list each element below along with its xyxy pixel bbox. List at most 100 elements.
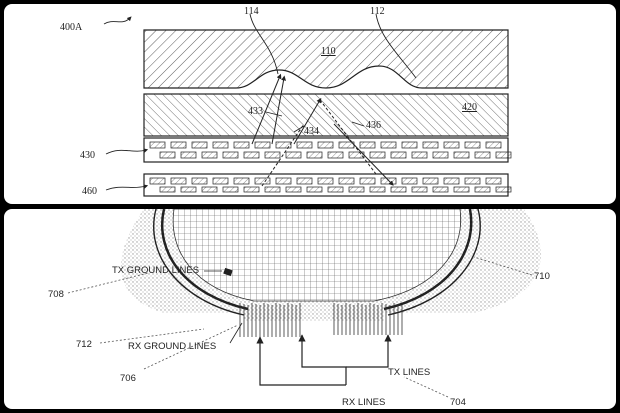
electrode-460 bbox=[327, 186, 344, 193]
electrode-430 bbox=[422, 141, 439, 149]
electrode-layer-460 bbox=[143, 173, 509, 197]
electrode-layer-430 bbox=[143, 137, 509, 163]
sensor-grid-area bbox=[172, 209, 462, 302]
electrode-460 bbox=[296, 177, 313, 185]
leader-lines bbox=[103, 13, 417, 191]
electrode-460 bbox=[222, 186, 239, 193]
solid-leaders bbox=[204, 270, 243, 344]
electrode-430 bbox=[485, 141, 502, 149]
electrode-430 bbox=[317, 141, 334, 149]
electrode-460 bbox=[306, 186, 323, 193]
electrode-460 bbox=[180, 186, 197, 193]
electrode-460 bbox=[495, 186, 512, 193]
rx-ground-lines-label: RX GROUND LINES bbox=[128, 341, 216, 352]
tx-ground-lines-label: TX GROUND LINES bbox=[112, 265, 199, 276]
electrode-430 bbox=[222, 151, 239, 159]
ref-label-704: 704 bbox=[450, 397, 466, 408]
electrode-460 bbox=[201, 186, 218, 193]
electrode-430 bbox=[191, 141, 208, 149]
ref-label-708: 708 bbox=[48, 289, 64, 300]
figure-sensor-routing-panel: TX GROUND LINES RX GROUND LINES TX LINES… bbox=[4, 209, 616, 409]
electrode-430 bbox=[170, 141, 187, 149]
ref-label-436: 436 bbox=[366, 120, 381, 131]
electrode-460 bbox=[170, 177, 187, 185]
ref-label-114: 114 bbox=[244, 6, 259, 17]
electrode-430 bbox=[474, 151, 491, 159]
electrode-430 bbox=[243, 151, 260, 159]
sensor-routing-drawing: TX GROUND LINES RX GROUND LINES TX LINES… bbox=[48, 209, 550, 408]
electrode-430 bbox=[495, 151, 512, 159]
electrode-430 bbox=[159, 151, 176, 159]
electrode-430 bbox=[369, 151, 386, 159]
electrode-460 bbox=[243, 186, 260, 193]
light-paths bbox=[251, 73, 394, 187]
electrode-430 bbox=[285, 151, 302, 159]
electrode-460 bbox=[348, 186, 365, 193]
rx-line-fan bbox=[239, 303, 301, 337]
electrode-430 bbox=[296, 141, 313, 149]
electrode-430 bbox=[275, 141, 292, 149]
electrode-430 bbox=[149, 141, 166, 149]
electrode-430 bbox=[443, 141, 460, 149]
ground-line-arcs bbox=[153, 209, 481, 316]
electrode-460 bbox=[401, 177, 418, 185]
electrode-460 bbox=[212, 177, 229, 185]
tx-lines-label: TX LINES bbox=[388, 367, 430, 378]
ref-label-712: 712 bbox=[76, 339, 92, 350]
electrode-460 bbox=[443, 177, 460, 185]
electrode-460 bbox=[159, 186, 176, 193]
tx-line-fan bbox=[333, 303, 403, 335]
cover-layer-420 bbox=[143, 93, 509, 137]
electrode-460 bbox=[264, 186, 281, 193]
electrode-460 bbox=[411, 186, 428, 193]
electrode-430 bbox=[264, 151, 281, 159]
electrode-row-430 bbox=[149, 141, 512, 159]
ref-label-112: 112 bbox=[370, 6, 385, 17]
electrode-430 bbox=[432, 151, 449, 159]
figure-400a-panel: 400A 114 112 110 420 433 434 436 430 460 bbox=[4, 4, 616, 204]
figure-400a-drawing: 400A 114 112 110 420 433 434 436 430 460 bbox=[60, 6, 512, 197]
routing-arrows bbox=[256, 334, 392, 386]
electrode-430 bbox=[327, 151, 344, 159]
electrode-430 bbox=[464, 141, 481, 149]
electrode-430 bbox=[390, 151, 407, 159]
electrode-460 bbox=[453, 186, 470, 193]
electrode-460 bbox=[338, 177, 355, 185]
electrode-430 bbox=[233, 141, 250, 149]
electrode-460 bbox=[369, 186, 386, 193]
ref-label-433: 433 bbox=[248, 106, 263, 117]
electrode-460 bbox=[285, 186, 302, 193]
electrode-430 bbox=[453, 151, 470, 159]
electrode-460 bbox=[474, 186, 491, 193]
electrode-460 bbox=[485, 177, 502, 185]
electrode-460 bbox=[432, 186, 449, 193]
ref-label-710: 710 bbox=[534, 271, 550, 282]
electrode-460 bbox=[191, 177, 208, 185]
electrode-430 bbox=[359, 141, 376, 149]
electrode-460 bbox=[464, 177, 481, 185]
electrode-430 bbox=[401, 141, 418, 149]
electrode-460 bbox=[422, 177, 439, 185]
electrode-460 bbox=[254, 177, 271, 185]
electrode-460 bbox=[233, 177, 250, 185]
tx-ground-pad bbox=[223, 267, 233, 277]
electrode-460 bbox=[149, 177, 166, 185]
ref-label-400a: 400A bbox=[60, 22, 83, 33]
electrode-430 bbox=[212, 141, 229, 149]
electrode-460 bbox=[390, 186, 407, 193]
electrode-460 bbox=[317, 177, 334, 185]
electrode-430 bbox=[411, 151, 428, 159]
ref-label-434: 434 bbox=[304, 126, 319, 137]
electrode-430 bbox=[254, 141, 271, 149]
electrode-460 bbox=[359, 177, 376, 185]
electrode-430 bbox=[306, 151, 323, 159]
electrode-460 bbox=[275, 177, 292, 185]
electrode-430 bbox=[380, 141, 397, 149]
bottom-leader-lines bbox=[67, 256, 533, 398]
rx-lines-label: RX LINES bbox=[342, 397, 385, 408]
ref-label-420: 420 bbox=[462, 102, 477, 113]
ref-label-430: 430 bbox=[80, 150, 95, 161]
electrode-430 bbox=[180, 151, 197, 159]
ref-label-110: 110 bbox=[321, 46, 336, 57]
finger-object-110 bbox=[143, 29, 509, 89]
